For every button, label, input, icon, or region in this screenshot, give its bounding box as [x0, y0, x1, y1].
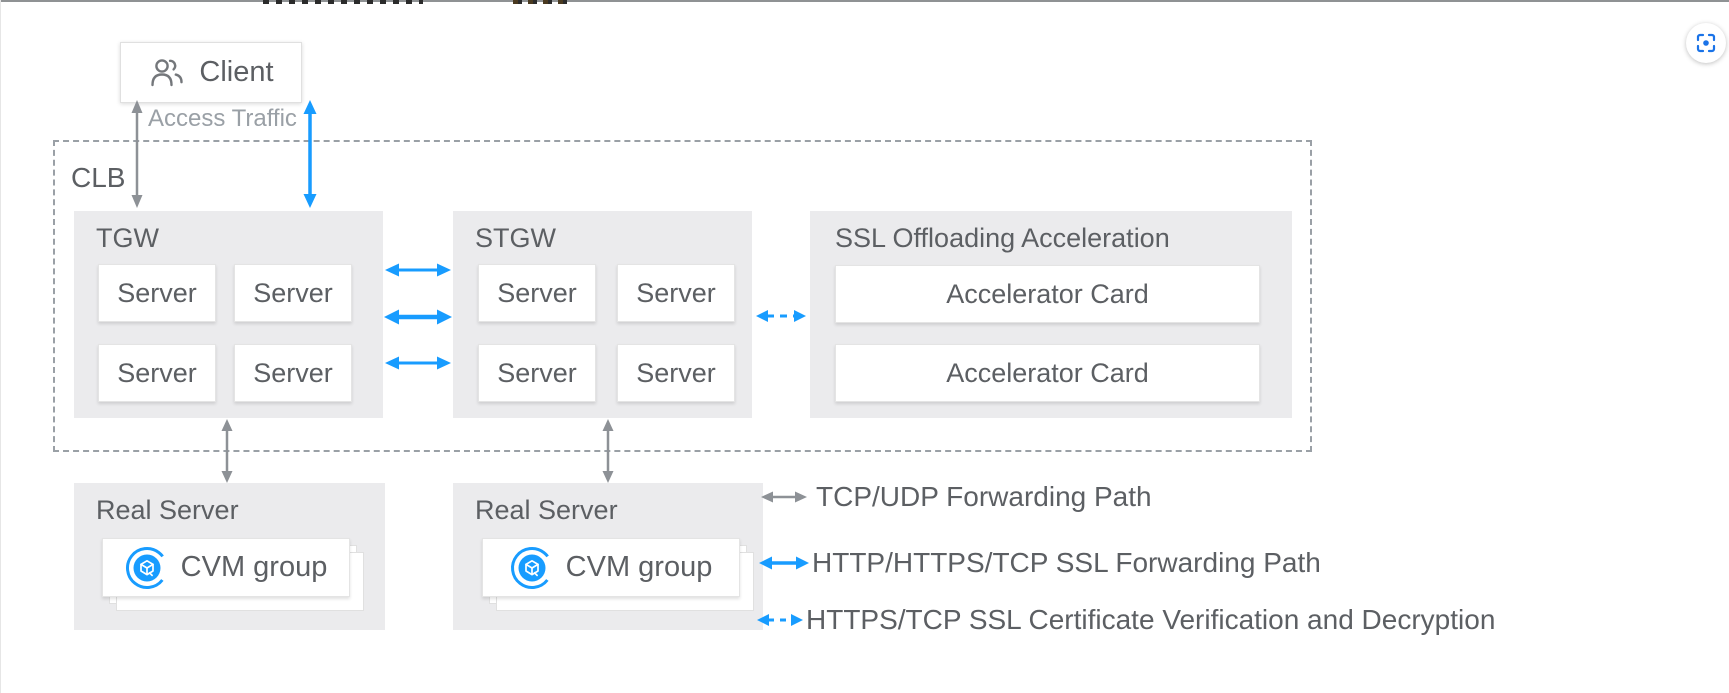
tgw-server-node: Server: [98, 344, 216, 402]
legend-arrow-solid-blue: [759, 556, 809, 570]
ssl-offloading-group: SSL Offloading Acceleration Accelerator …: [810, 211, 1292, 418]
real-server-group-2: Real Server CVM group: [453, 483, 763, 630]
tgw-title: TGW: [96, 223, 159, 253]
tgw-server-node: Server: [234, 344, 352, 402]
access-traffic-label: Access Traffic: [148, 105, 297, 132]
cvm-icon: [510, 546, 553, 589]
screen-left-border: [0, 0, 1, 693]
accelerator-card-node: Accelerator Card: [835, 344, 1260, 402]
stgw-server-node: Server: [478, 264, 596, 322]
client-node: Client: [120, 42, 302, 103]
stgw-group: STGW Server Server Server Server: [453, 211, 752, 418]
screen-top-border: [0, 0, 1729, 2]
screen-capture-button[interactable]: [1686, 23, 1726, 63]
ssl-offloading-title: SSL Offloading Acceleration: [835, 223, 1170, 253]
legend-label-ssl-cert: HTTPS/TCP SSL Certificate Verification a…: [806, 604, 1496, 635]
cvm-group-node: CVM group: [482, 538, 740, 597]
clb-boundary: [53, 140, 1312, 452]
accelerator-card-node: Accelerator Card: [835, 265, 1260, 323]
cvm-group-node: CVM group: [102, 538, 350, 597]
legend-label-tcp-udp: TCP/UDP Forwarding Path: [816, 481, 1152, 512]
real-server-title: Real Server: [475, 495, 618, 525]
clb-label: CLB: [71, 162, 126, 193]
stgw-server-node: Server: [617, 264, 735, 322]
screen-edge-artifact: [513, 0, 571, 4]
screen-edge-artifact: [263, 0, 423, 4]
tgw-group: TGW Server Server Server Server: [74, 211, 383, 418]
stgw-server-node: Server: [478, 344, 596, 402]
tgw-server-node: Server: [234, 264, 352, 322]
stgw-title: STGW: [475, 223, 556, 253]
real-server-group-1: Real Server CVM group: [74, 483, 385, 630]
real-server-title: Real Server: [96, 495, 239, 525]
legend-arrow-dashed-blue: [757, 614, 803, 626]
client-users-icon: [151, 58, 184, 86]
capture-viewfinder-icon: [1696, 33, 1716, 53]
cvm-icon: [125, 546, 168, 589]
cvm-group-label: CVM group: [180, 551, 328, 583]
legend-arrow-solid-gray: [761, 491, 807, 503]
cvm-group-label: CVM group: [565, 551, 713, 583]
legend-label-http-https: HTTP/HTTPS/TCP SSL Forwarding Path: [812, 547, 1321, 578]
stgw-server-node: Server: [617, 344, 735, 402]
tgw-server-node: Server: [98, 264, 216, 322]
client-label: Client: [199, 56, 274, 88]
